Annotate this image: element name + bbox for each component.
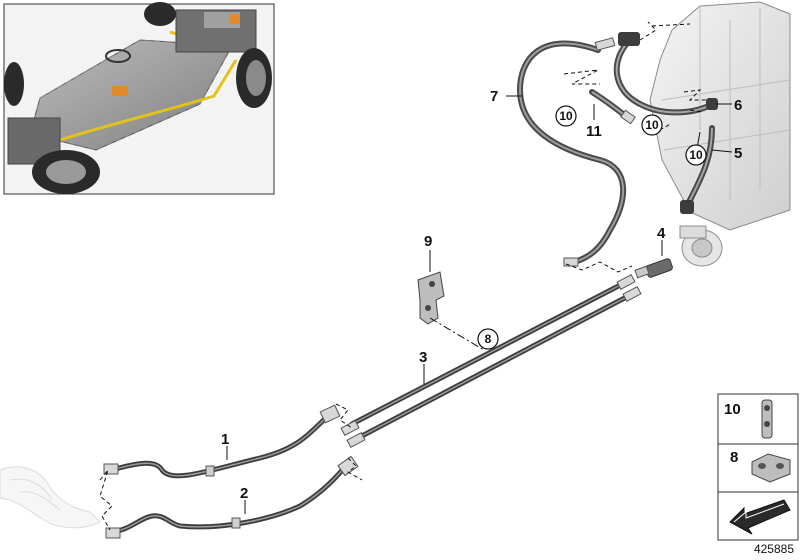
svg-text:10: 10 [559,109,573,123]
wheel-front-left [144,2,176,26]
callout-9: 9 [424,233,432,250]
document-number: 425885 [754,542,794,556]
callout-4: 4 [657,225,666,242]
electric-compressor [679,225,723,267]
legend-label-10: 10 [724,401,741,418]
svg-text:8: 8 [485,332,492,346]
bracket-9 [417,271,445,325]
climate-housing [639,1,791,231]
circled-ref-10-b: 10 [641,114,663,136]
cable-holder-icon [751,453,791,483]
refrigerant-lines-3 [340,274,642,448]
parts-legend: 10 8 [717,393,799,541]
front-direction-arrow-icon [729,499,791,535]
hose-7 [516,40,626,265]
hose-6-fitting [618,32,640,46]
part-4-connector [634,258,673,279]
hose-7-fitting-bottom [563,257,579,267]
legend-label-8: 8 [730,449,738,466]
steering-wheel [105,49,131,63]
wheel-rear-left [4,62,24,106]
callout-1: 1 [221,431,229,448]
callout-7: 7 [490,88,498,105]
svg-text:10: 10 [689,148,703,162]
hose-7-fitting-top [594,37,616,51]
circled-ref-10-a: 10 [555,105,577,127]
callout-2: 2 [240,485,248,502]
clip-icon [761,399,773,439]
rear-component-ghost [0,466,101,529]
rear-drive-unit [7,117,61,165]
circled-ref-8: 8 [477,328,499,350]
hose-1 [109,415,329,479]
svg-text:10: 10 [645,118,659,132]
vehicle-overview-inset [3,2,275,195]
hose-5-fitting [680,200,694,214]
callout-5: 5 [734,145,742,162]
circled-ref-10-c: 10 [685,144,707,166]
battery-label-patch [112,86,128,96]
hv-cable [59,59,238,142]
callout-6: 6 [734,97,742,114]
callout-11: 11 [586,123,602,140]
callout-3: 3 [419,349,427,366]
